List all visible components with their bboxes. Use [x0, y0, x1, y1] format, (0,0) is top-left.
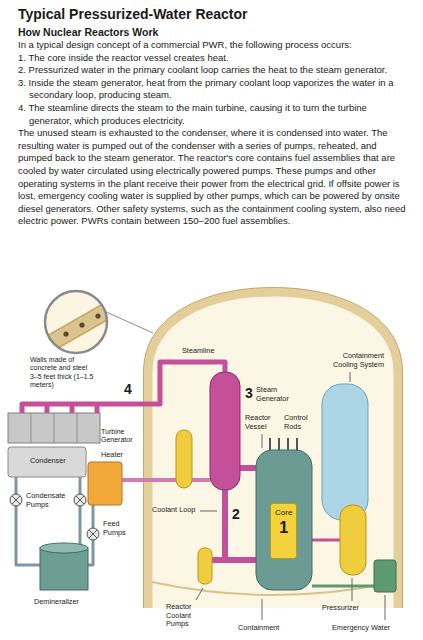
magnifier-ring: [45, 291, 107, 353]
pressurizer: [340, 505, 366, 575]
magnifier-leader: [104, 311, 153, 333]
closeup-ground: [40, 285, 120, 365]
component-label: Reactor Vessel: [245, 414, 281, 431]
pressurizer-pipe: [312, 539, 340, 542]
emergency-tank: [374, 560, 396, 592]
turbine: [8, 413, 100, 443]
condensate-pipe: [16, 477, 93, 565]
body-text: In a typical design concept of a commerc…: [18, 39, 406, 52]
emergency-pipe: [312, 585, 374, 588]
callout-number: 1: [275, 518, 292, 538]
feedwater-pipe: [122, 478, 210, 482]
list-item: 2. Pressurized water in the primary cool…: [18, 64, 406, 77]
dome-edge: [144, 288, 403, 609]
wall-closeup: [28, 285, 126, 365]
component-label: Walls made of concrete and steel 3–5 fee…: [30, 356, 94, 389]
component-label: Containment Cooling System: [322, 352, 384, 369]
component-label: Control Rods: [284, 414, 320, 431]
rebar-dot: [95, 313, 100, 318]
page-title: Typical Pressurized-Water Reactor: [18, 6, 406, 23]
section-heading: How Nuclear Reactors Work: [18, 26, 406, 39]
heater: [88, 462, 122, 505]
component-label: Steam Generator: [256, 386, 306, 403]
component-label: Feed Pumps: [103, 520, 135, 537]
callout-number: 2: [232, 506, 240, 522]
component-label: Steamline: [182, 347, 214, 356]
component-label: Coolant Loop: [152, 506, 195, 515]
tank-top: [40, 543, 88, 553]
component-label: Demineralizer: [34, 598, 79, 607]
component-label: Pressurizer: [322, 604, 359, 613]
body-text: The unused steam is exhausted to the con…: [18, 127, 406, 228]
callout-number: 3: [245, 385, 253, 401]
component-label: Reactor Coolant Pumps: [166, 603, 210, 629]
rebar-dot: [79, 322, 84, 327]
leader-line: [196, 372, 385, 620]
component-label: Heater: [101, 451, 123, 460]
accumulator: [176, 430, 192, 488]
demineralizer-tank: [40, 548, 88, 590]
list-item: 1. The core inside the reactor vessel cr…: [18, 52, 406, 65]
component-label: Turbine Generator: [101, 428, 139, 445]
callout-number: 4: [124, 381, 132, 397]
cooling-tank: [322, 384, 368, 520]
core-box: Core1: [270, 503, 297, 559]
list-item: 3. Inside the steam generator, heat from…: [18, 77, 406, 102]
rebar-dot: [63, 331, 68, 336]
node-label: Core: [275, 508, 292, 518]
coolant-pump: [198, 548, 212, 584]
component-label: Emergency Water: [332, 624, 390, 633]
text-column: Typical Pressurized-Water ReactorHow Nuc…: [18, 6, 406, 228]
component-label: Condensate Pumps: [26, 492, 74, 509]
component-label: Containment: [238, 624, 279, 633]
pump-cross: [12, 496, 97, 538]
steam-generator: [210, 372, 240, 490]
wall-edge: [28, 291, 126, 365]
list-item: 4. The steamline directs the steam to th…: [18, 102, 406, 127]
containment-dome: [148, 292, 398, 608]
component-label: Condenser: [30, 457, 66, 466]
turbine-stage: [31, 413, 77, 443]
condenser: [8, 447, 86, 477]
wall-section: [28, 300, 126, 356]
reactor-vessel: [256, 450, 312, 590]
